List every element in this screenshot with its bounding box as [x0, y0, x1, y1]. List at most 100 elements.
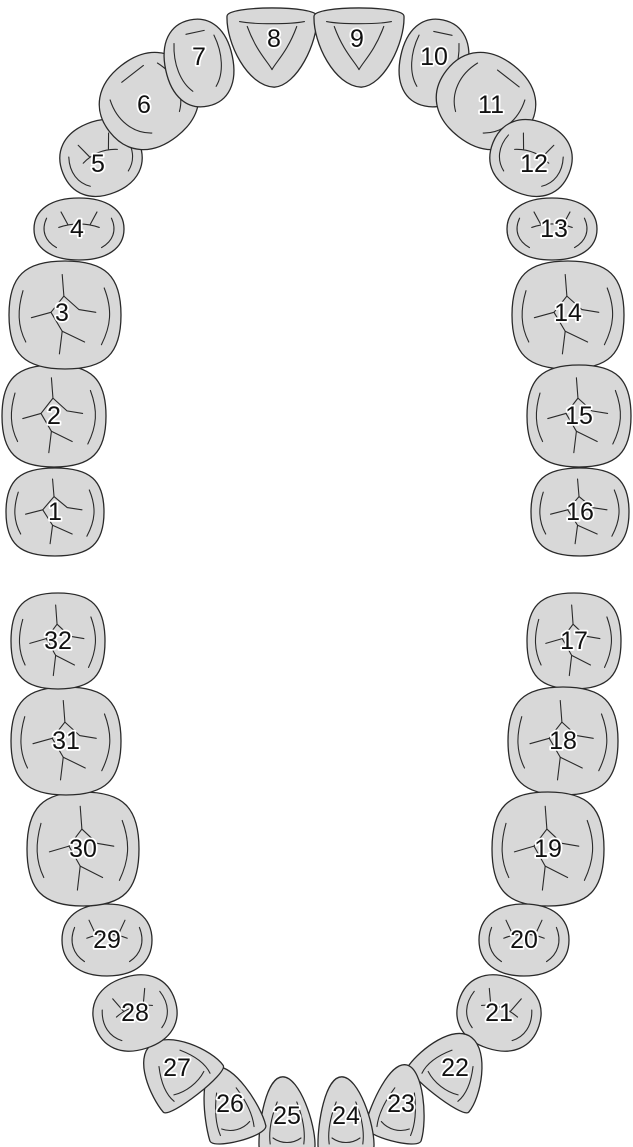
tooth-3: 3 [8, 260, 122, 370]
tooth-12: 12 [489, 118, 573, 198]
tooth-groove-24-2 [331, 1137, 361, 1144]
tooth-number-4: 4 [70, 215, 84, 243]
tooth-crown-24 [317, 1076, 375, 1147]
tooth-17: 17 [526, 592, 622, 690]
tooth-groove-19-6 [583, 819, 594, 881]
tooth-groove-5-1 [77, 144, 90, 158]
tooth-groove-24-0 [328, 1101, 337, 1145]
tooth-groove-12-0 [514, 148, 550, 164]
tooth-groove-28-0 [115, 1004, 153, 1018]
tooth-14: 14 [511, 260, 625, 370]
tooth-groove-12-3 [498, 134, 510, 172]
tooth-groove-23-2 [380, 1120, 410, 1132]
tooth-number-18: 18 [549, 727, 577, 755]
tooth-groove-1-5 [14, 491, 22, 535]
tooth-groove-15-4 [547, 412, 567, 420]
tooth-28: 28 [92, 974, 178, 1052]
tooth-groove-14-6 [603, 287, 614, 346]
tooth-number-26: 26 [216, 1090, 244, 1118]
tooth-groove-20-4 [545, 926, 560, 963]
tooth-groove-4-2 [89, 211, 98, 225]
tooth-number-28: 28 [121, 999, 149, 1027]
tooth-groove-2-6 [87, 389, 96, 445]
tooth-groove-21-0 [481, 1004, 519, 1018]
tooth-crown-3 [8, 260, 122, 370]
tooth-number-24: 24 [332, 1102, 360, 1130]
tooth-groove-13-2 [562, 211, 571, 225]
tooth-crown-9 [313, 7, 405, 88]
tooth-crown-26 [203, 1066, 267, 1145]
tooth-groove-10-2 [433, 30, 453, 36]
tooth-groove-16-6 [611, 489, 620, 537]
tooth-number-12: 12 [520, 150, 548, 178]
tooth-crown-27 [143, 1039, 224, 1114]
tooth-groove-2-4 [22, 412, 42, 420]
tooth-9: 9 [313, 7, 405, 88]
tooth-groove-21-1 [488, 987, 492, 1006]
tooth-crown-25 [258, 1076, 316, 1147]
tooth-number-32: 32 [44, 627, 72, 655]
tooth-groove-5-3 [68, 156, 91, 187]
tooth-groove-15-1 [577, 397, 609, 414]
tooth-groove-13-0 [531, 223, 573, 228]
tooth-8: 8 [226, 7, 318, 88]
tooth-groove-17-6 [604, 616, 612, 668]
tooth-groove-29-0 [86, 933, 128, 939]
tooth-number-30: 30 [69, 835, 97, 863]
tooth-15: 15 [526, 364, 632, 468]
tooth-2: 2 [1, 364, 107, 468]
tooth-number-7: 7 [192, 43, 206, 71]
tooth-groove-27-0 [158, 1065, 175, 1102]
tooth-crown-32 [10, 592, 106, 690]
tooth-groove-27-1 [179, 1049, 211, 1074]
tooth-crown-20 [478, 903, 570, 977]
tooth-number-17: 17 [560, 627, 588, 655]
tooth-groove-1-6 [86, 489, 95, 537]
tooth-groove-15-3 [575, 430, 598, 443]
tooth-22: 22 [408, 1032, 483, 1114]
tooth-crown-16 [530, 467, 630, 557]
tooth-groove-13-4 [573, 217, 588, 249]
tooth-groove-7-1 [213, 34, 222, 87]
tooth-crown-1 [5, 467, 105, 557]
tooth-26: 26 [203, 1066, 267, 1145]
tooth-number-29: 29 [93, 926, 121, 954]
tooth-groove-15-6 [612, 389, 621, 445]
tooth-groove-30-1 [81, 828, 115, 847]
tooth-groove-26-0 [215, 1092, 221, 1137]
tooth-groove-1-4 [25, 509, 44, 515]
tooth-25: 25 [258, 1076, 316, 1147]
tooth-number-22: 22 [441, 1054, 469, 1082]
tooth-groove-25-0 [269, 1101, 278, 1145]
tooth-groove-31-1 [64, 721, 97, 739]
tooth-1: 1 [5, 467, 105, 557]
tooth-number-25: 25 [273, 1102, 301, 1130]
tooth-number-21: 21 [485, 999, 513, 1027]
tooth-groove-6-0 [109, 99, 153, 134]
tooth-groove-5-0 [82, 148, 118, 164]
tooth-number-20: 20 [510, 926, 538, 954]
tooth-number-15: 15 [565, 402, 593, 430]
tooth-groove-28-2 [142, 987, 146, 1006]
tooth-crown-31 [10, 686, 122, 796]
tooth-groove-4-4 [100, 217, 115, 249]
tooth-groove-16-3 [577, 524, 598, 535]
tooth-groove-28-4 [159, 990, 168, 1029]
tooth-18: 18 [507, 686, 619, 796]
tooth-groove-31-6 [101, 713, 111, 772]
tooth-31: 31 [10, 686, 122, 796]
tooth-groove-7-2 [185, 29, 205, 35]
tooth-crown-29 [61, 903, 153, 977]
tooth-groove-29-4 [128, 926, 143, 963]
tooth-crown-21 [456, 974, 542, 1052]
tooth-number-9: 9 [350, 25, 364, 53]
tooth-groove-27-2 [173, 1070, 205, 1096]
tooth-groove-32-3 [55, 654, 75, 666]
tooth-16: 16 [530, 467, 630, 557]
tooth-groove-25-1 [296, 1101, 305, 1145]
tooth-crown-4 [33, 197, 125, 261]
tooth-groove-1-1 [53, 496, 83, 511]
tooth-groove-21-2 [510, 998, 522, 1012]
tooth-30: 30 [26, 791, 140, 907]
